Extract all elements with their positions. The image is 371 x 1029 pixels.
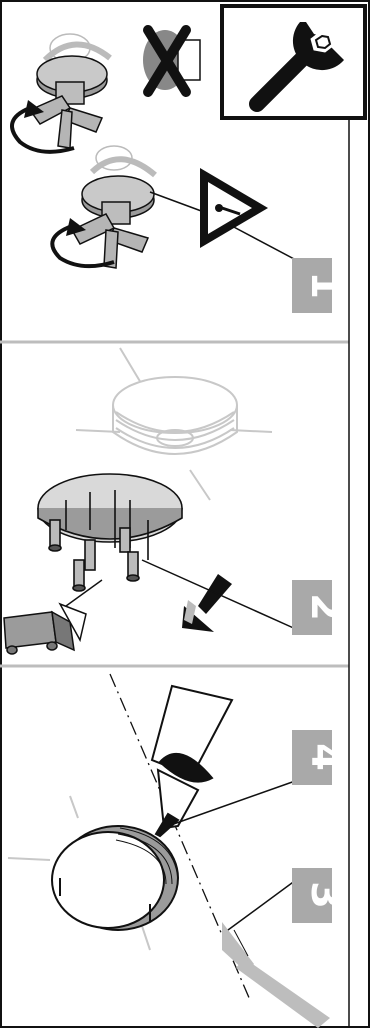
step-3-leader (227, 879, 297, 931)
warning-triangle-icon (200, 168, 268, 248)
wrench-header-box (220, 4, 367, 120)
knob-top (28, 33, 112, 149)
down-arrow (182, 574, 232, 632)
turn-arrow-bottom (50, 224, 115, 269)
dial-with-rods (37, 473, 183, 592)
turn-arrow-top (10, 106, 75, 154)
step-4-number: 4 (302, 743, 348, 771)
caulking-gun (150, 684, 234, 838)
warning-leader (149, 191, 205, 213)
threaded-ring (75, 347, 273, 501)
turn-arrow-top-head (24, 100, 44, 118)
scraper (222, 922, 330, 1028)
step-1-leader (229, 224, 297, 261)
threaded-ring-outline (7, 795, 179, 951)
knob-bottom (70, 145, 157, 269)
step-1-box: 1 (292, 258, 348, 313)
container (3, 602, 87, 655)
panel-steps-3-4: 4 3 (7, 673, 348, 1028)
panel-step-1: 1 (10, 25, 348, 313)
crossed-out-tool (143, 25, 201, 97)
step-4-leader (167, 779, 299, 827)
turn-arrow-bottom-head (66, 218, 86, 236)
panel-step-2: 2 (3, 347, 348, 655)
step-4-box: 4 (292, 730, 348, 785)
step-2-box: 2 (292, 580, 348, 635)
wrench-icon (249, 22, 344, 112)
step-3-number: 3 (302, 881, 348, 909)
step-3-box: 3 (292, 868, 348, 923)
step-2-leader (141, 559, 299, 631)
container-leader (65, 579, 103, 607)
step-2-number: 2 (302, 593, 348, 621)
step-1-number: 1 (302, 271, 348, 299)
